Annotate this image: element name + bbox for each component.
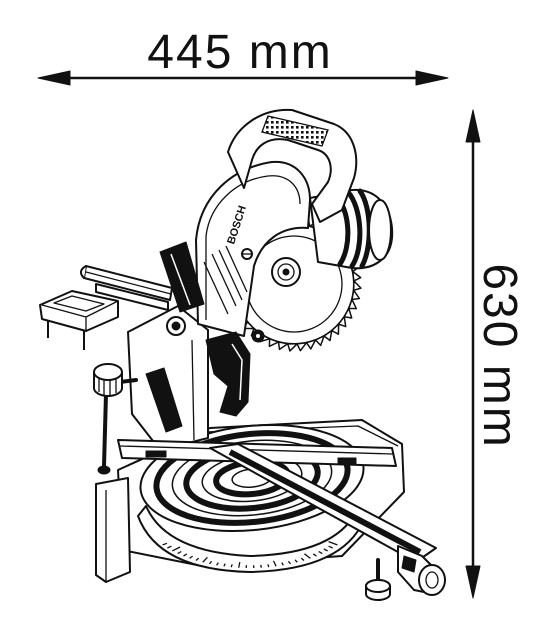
dust-chute: [159, 241, 205, 313]
bevel-slot: [145, 367, 183, 433]
arbor-bolt: [282, 268, 290, 276]
width-arrow-left: [37, 70, 71, 86]
left-extension-wing: [39, 290, 119, 350]
height-arrow-bottom: [465, 565, 481, 599]
left-column-body: [95, 477, 131, 583]
foot-knob: [365, 558, 391, 601]
upper-blade-guard: [195, 160, 311, 337]
rail-end-cap: [80, 265, 87, 279]
motor-end-cap: [368, 199, 392, 261]
width-arrow-right: [415, 70, 449, 86]
upper-rail-highlight: [85, 271, 172, 295]
turntable-ring-2: [171, 439, 333, 517]
wing-slot: [53, 295, 105, 312]
fence-mark-left: [145, 450, 167, 458]
height-dimension: 630 mm: [465, 109, 526, 599]
knob-end: [418, 564, 446, 596]
lower-blade-guard: [205, 331, 251, 417]
knob-clamp: [401, 555, 417, 573]
saw-head: [159, 160, 311, 417]
handle-grip: [261, 115, 329, 147]
foot-knob-top: [365, 579, 391, 593]
fence-mark-right: [337, 457, 357, 465]
turntable-ring-1: [153, 430, 351, 526]
height-arrow-top: [465, 109, 481, 143]
bevel-rod-cap: [97, 465, 111, 475]
width-dimension: 445 mm: [37, 26, 449, 86]
dust-chute-detail: [170, 253, 191, 306]
bevel-knob-top: [93, 363, 123, 381]
wing-frame: [39, 290, 119, 332]
lower-slide-rail: [95, 283, 169, 311]
rear-slide-rails: [80, 265, 173, 311]
knob-end-inner: [425, 571, 439, 589]
rail-arm-stripe: [228, 449, 422, 555]
blade-flange-inner: [277, 263, 295, 281]
fence-plate-edge: [119, 445, 394, 455]
guard-inner-contour: [205, 175, 301, 237]
bevel-knob-grip: [98, 378, 117, 395]
head-ribs: [203, 245, 248, 315]
height-label: 630 mm: [473, 263, 526, 448]
guard-bolt-center: [256, 334, 260, 338]
front-handle-knob: [397, 545, 446, 596]
bevel-rod: [102, 392, 108, 468]
miter-scale-ticks: [162, 540, 338, 569]
motor-fin-2: [345, 189, 363, 269]
pivot-bolt-center: [171, 321, 181, 331]
sliding-rail-arm: [209, 443, 437, 563]
carry-handle: [227, 108, 358, 223]
width-label: 445 mm: [147, 26, 332, 79]
support-column-edge: [191, 339, 195, 441]
bevel-lock-knob: [93, 363, 138, 475]
base-left-column: [95, 477, 131, 583]
lower-guard-detail: [231, 343, 243, 401]
